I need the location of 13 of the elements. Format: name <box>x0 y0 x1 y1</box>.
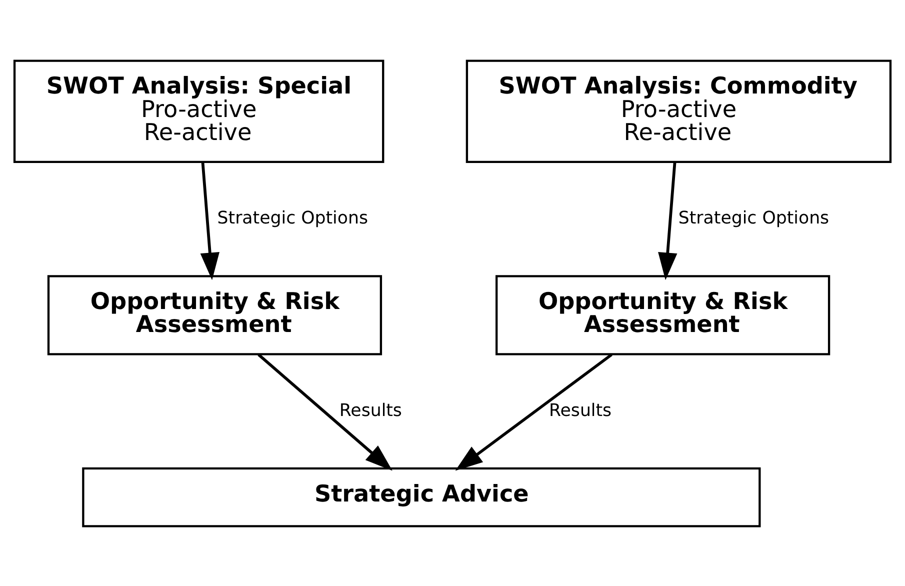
node-box: Strategic Advice <box>82 466 761 527</box>
node-box: Opportunity & Risk Assessment <box>47 274 382 355</box>
edge-label: Results <box>548 400 612 420</box>
node-box: SWOT Analysis: Commodity Pro-active Re-active <box>466 59 892 163</box>
edge-label: Strategic Options <box>678 208 830 228</box>
edge-label: Strategic Options <box>217 208 368 228</box>
arrow <box>658 161 678 280</box>
edge-label: Results <box>339 400 402 420</box>
node-box: SWOT Analysis: Special Pro-active Re-active <box>13 59 384 163</box>
arrow <box>258 353 392 470</box>
arrow <box>455 352 612 470</box>
arrow <box>200 161 220 280</box>
node-box: Opportunity & Risk Assessment <box>496 274 830 355</box>
